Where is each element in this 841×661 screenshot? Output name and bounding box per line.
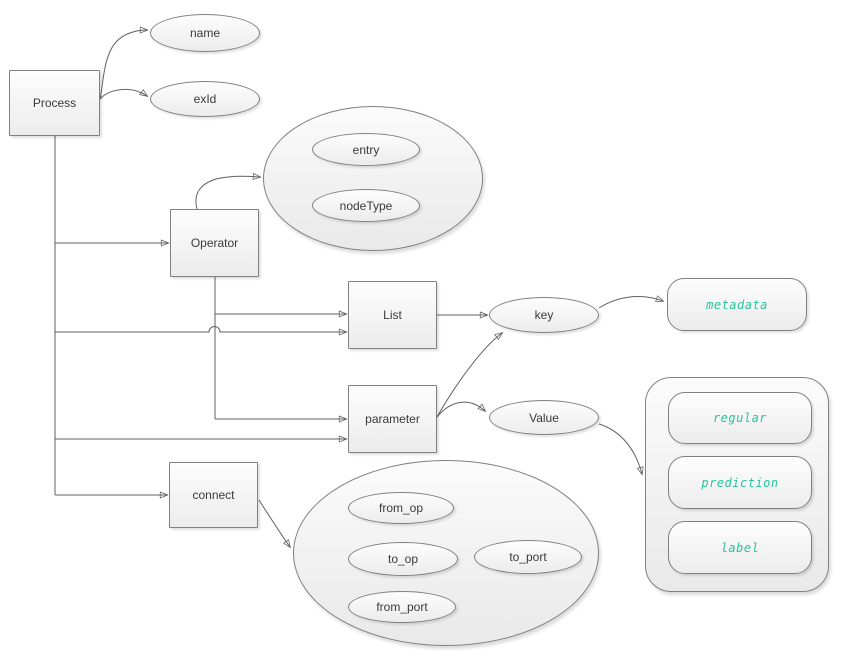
node-regular: regular bbox=[668, 392, 812, 444]
node-nodetype: nodeType bbox=[312, 189, 420, 222]
edge-parameter-key bbox=[436, 333, 502, 418]
edge-process-exid bbox=[99, 88, 147, 100]
node-to-op: to_op bbox=[348, 542, 458, 576]
node-exid: exId bbox=[150, 81, 260, 117]
edge-process-name bbox=[99, 30, 147, 100]
edge-value-options-group bbox=[598, 423, 642, 474]
edge-connect-attrs-group bbox=[258, 499, 290, 547]
node-to-port: to_port bbox=[474, 540, 582, 574]
node-from-op: from_op bbox=[348, 492, 454, 524]
node-operator: Operator bbox=[170, 209, 259, 277]
operator-attributes-group-ellipse bbox=[263, 106, 483, 251]
node-process: Process bbox=[9, 70, 100, 136]
edge-parameter-value bbox=[436, 401, 485, 418]
node-prediction: prediction bbox=[668, 456, 812, 509]
edge-operator-attrs-group bbox=[195, 176, 260, 210]
node-value: Value bbox=[489, 400, 599, 435]
edge-process-list bbox=[55, 326, 346, 332]
node-label: label bbox=[668, 521, 812, 574]
edge-key-metadata bbox=[598, 297, 663, 309]
node-parameter: parameter bbox=[348, 385, 437, 453]
node-name: name bbox=[150, 14, 260, 52]
node-metadata: metadata bbox=[667, 278, 807, 331]
node-from-port: from_port bbox=[348, 591, 456, 623]
node-entry: entry bbox=[312, 133, 420, 166]
node-key: key bbox=[489, 297, 599, 333]
node-connect: connect bbox=[169, 462, 258, 528]
node-list: List bbox=[348, 281, 437, 349]
